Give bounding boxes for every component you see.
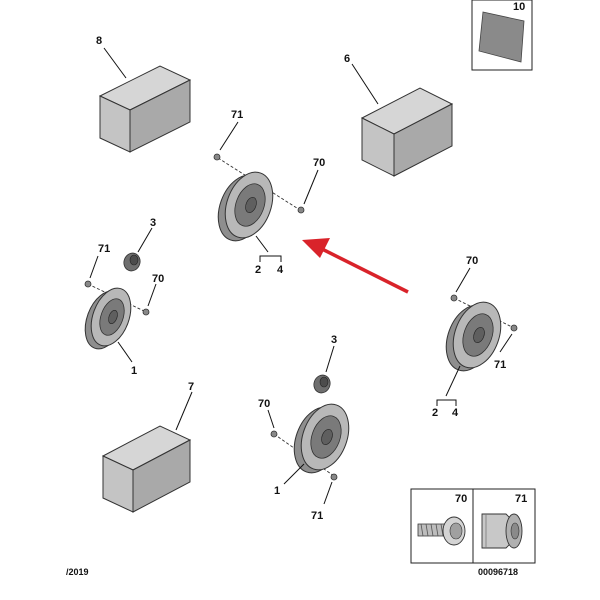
- label-2-top: 2: [255, 264, 261, 276]
- screw-70-left-icon: [142, 308, 150, 316]
- label-71-bottom: 71: [311, 510, 323, 522]
- tweeter-3-left: 3: [123, 217, 156, 272]
- label-70-top: 70: [313, 157, 325, 169]
- tweeter-3-bottom: 3: [313, 334, 337, 394]
- clip-71-right-icon: [510, 324, 518, 332]
- legend-clip-label: 71: [515, 493, 527, 505]
- label-3-bottom: 3: [331, 334, 337, 346]
- speaker-1-left: 71 70 1: [84, 243, 164, 377]
- clip-71-left-icon: [84, 280, 92, 288]
- label-2-right: 2: [432, 407, 438, 419]
- part-6-box: 6: [344, 53, 454, 177]
- label-7: 7: [188, 381, 194, 393]
- label-10: 10: [513, 1, 525, 13]
- speaker-top-center: 71 70 2 4: [213, 109, 325, 276]
- part-10-inset: 10: [471, 0, 533, 71]
- red-arrow: [302, 238, 409, 294]
- speaker-1-bottom: 70 1 71: [258, 398, 350, 522]
- label-71-left: 71: [98, 243, 110, 255]
- label-70-bottom: 70: [258, 398, 270, 410]
- part-8-box: 8: [96, 35, 192, 153]
- screw-icon: [417, 516, 466, 546]
- clip-icon: [481, 513, 523, 549]
- fastener-legend: 70 71: [410, 488, 536, 564]
- label-3-left: 3: [150, 217, 156, 229]
- screw-70-bottom-icon: [270, 430, 278, 438]
- label-71-top: 71: [231, 109, 243, 121]
- legend-screw-label: 70: [455, 493, 467, 505]
- part-7-box: 7: [101, 381, 194, 513]
- label-70-left: 70: [152, 273, 164, 285]
- part-10-pad-icon: [478, 11, 525, 63]
- label-1-bottom: 1: [274, 485, 280, 497]
- label-4-top: 4: [277, 264, 284, 276]
- label-8: 8: [96, 35, 102, 47]
- label-71-right: 71: [494, 359, 506, 371]
- clip-71-top-icon: [213, 153, 221, 161]
- label-6: 6: [344, 53, 350, 65]
- footer-ref-number: 00096718: [478, 567, 518, 577]
- label-1-left: 1: [131, 365, 137, 377]
- screw-70-right-icon: [450, 294, 458, 302]
- speaker-right: 70 71 2 4: [432, 255, 518, 419]
- clip-71-bottom-icon: [330, 473, 338, 481]
- screw-70-top-icon: [297, 206, 305, 214]
- footer-date: /2019: [66, 567, 89, 577]
- label-4-right: 4: [452, 407, 459, 419]
- label-70-right: 70: [466, 255, 478, 267]
